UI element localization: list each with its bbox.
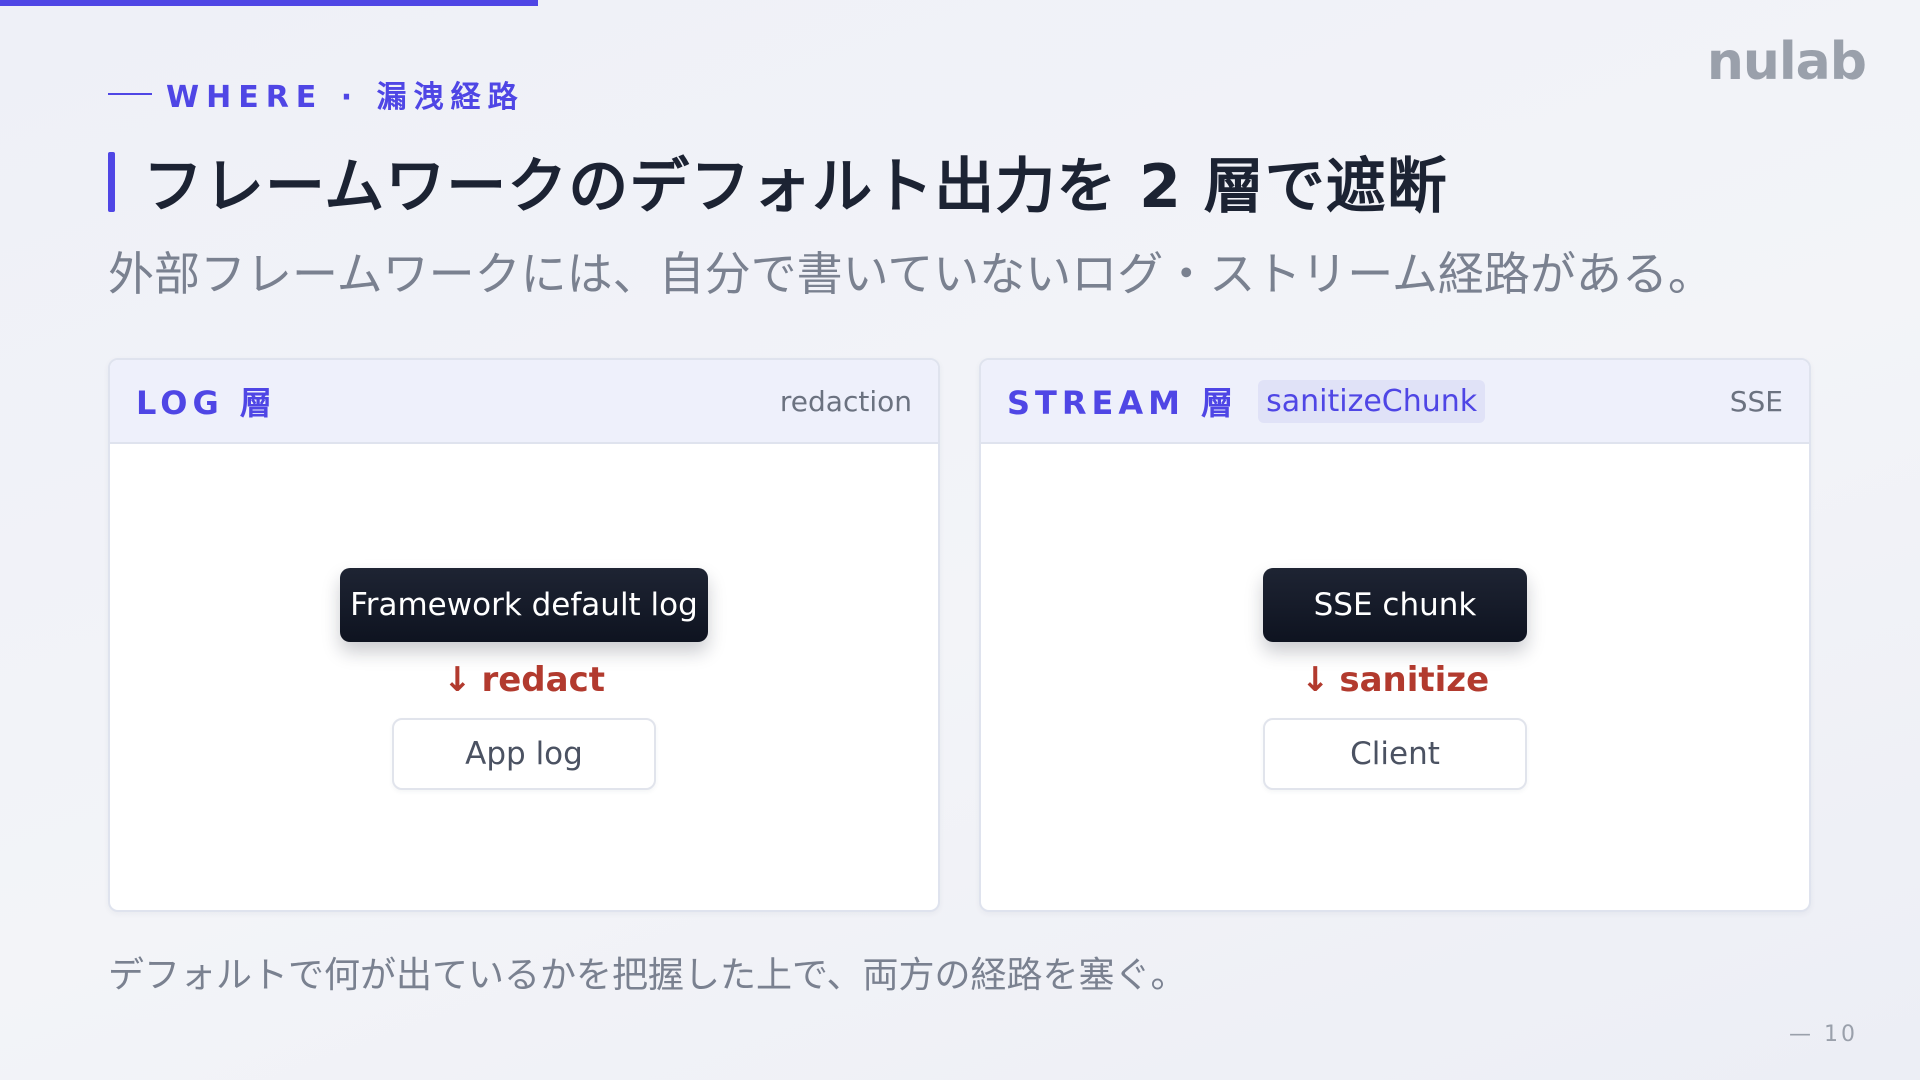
slide-subtitle: 外部フレームワークには、自分で書いていないログ・ストリーム経路がある。 [108, 247, 1714, 301]
slide-progress-bar [0, 0, 538, 6]
sse-chunk-node: SSE chunk [1263, 568, 1527, 642]
stream-layer-tag: SSE [1729, 384, 1783, 418]
stream-layer-header: STREAM 層 sanitizeChunk SSE [981, 360, 1809, 444]
slide-title: フレームワークのデフォルト出力を 2 層で遮断 [108, 138, 1448, 225]
redact-step: ↓ redact [443, 660, 605, 700]
slide-progress-track [0, 0, 1920, 6]
eyebrow-label: WHERE · 漏洩経路 [166, 80, 525, 115]
arrow-down-icon: ↓ [442, 660, 472, 700]
section-eyebrow: WHERE · 漏洩経路 [108, 72, 525, 116]
nulab-logo: nulab [1706, 32, 1867, 92]
stream-flow-diagram: SSE chunk ↓ sanitize Client [981, 568, 1809, 790]
log-layer-header: LOG 層 redaction [110, 360, 938, 444]
arrow-down-icon: ↓ [1300, 660, 1330, 700]
app-log-node: App log [392, 718, 656, 790]
eyebrow-dash-icon [108, 93, 152, 95]
page-number: — 10 [1789, 1022, 1858, 1047]
title-accent-bar [108, 151, 115, 212]
log-layer-tag: redaction [779, 384, 912, 418]
sanitize-chunk-code-chip: sanitizeChunk [1258, 379, 1486, 423]
stream-layer-panel: STREAM 層 sanitizeChunk SSE SSE chunk ↓ s… [979, 358, 1811, 912]
footer-note: デフォルトで何が出ているかを把握した上で、両方の経路を塞ぐ。 [108, 955, 1187, 996]
stream-layer-body: SSE chunk ↓ sanitize Client [981, 444, 1809, 910]
log-layer-body: Framework default log ↓ redact App log [110, 444, 938, 910]
redact-label: redact [481, 660, 605, 700]
log-flow-diagram: Framework default log ↓ redact App log [110, 568, 938, 790]
client-node: Client [1263, 718, 1527, 790]
log-layer-title: LOG 層 [136, 384, 277, 422]
framework-default-log-node: Framework default log [340, 568, 708, 642]
stream-layer-title: STREAM 層 [1007, 384, 1239, 422]
sanitize-step: ↓ sanitize [1301, 660, 1489, 700]
log-layer-panel: LOG 層 redaction Framework default log ↓ … [108, 358, 940, 912]
sanitize-label: sanitize [1339, 660, 1490, 700]
slide-title-text: フレームワークのデフォルト出力を 2 層で遮断 [143, 152, 1448, 222]
